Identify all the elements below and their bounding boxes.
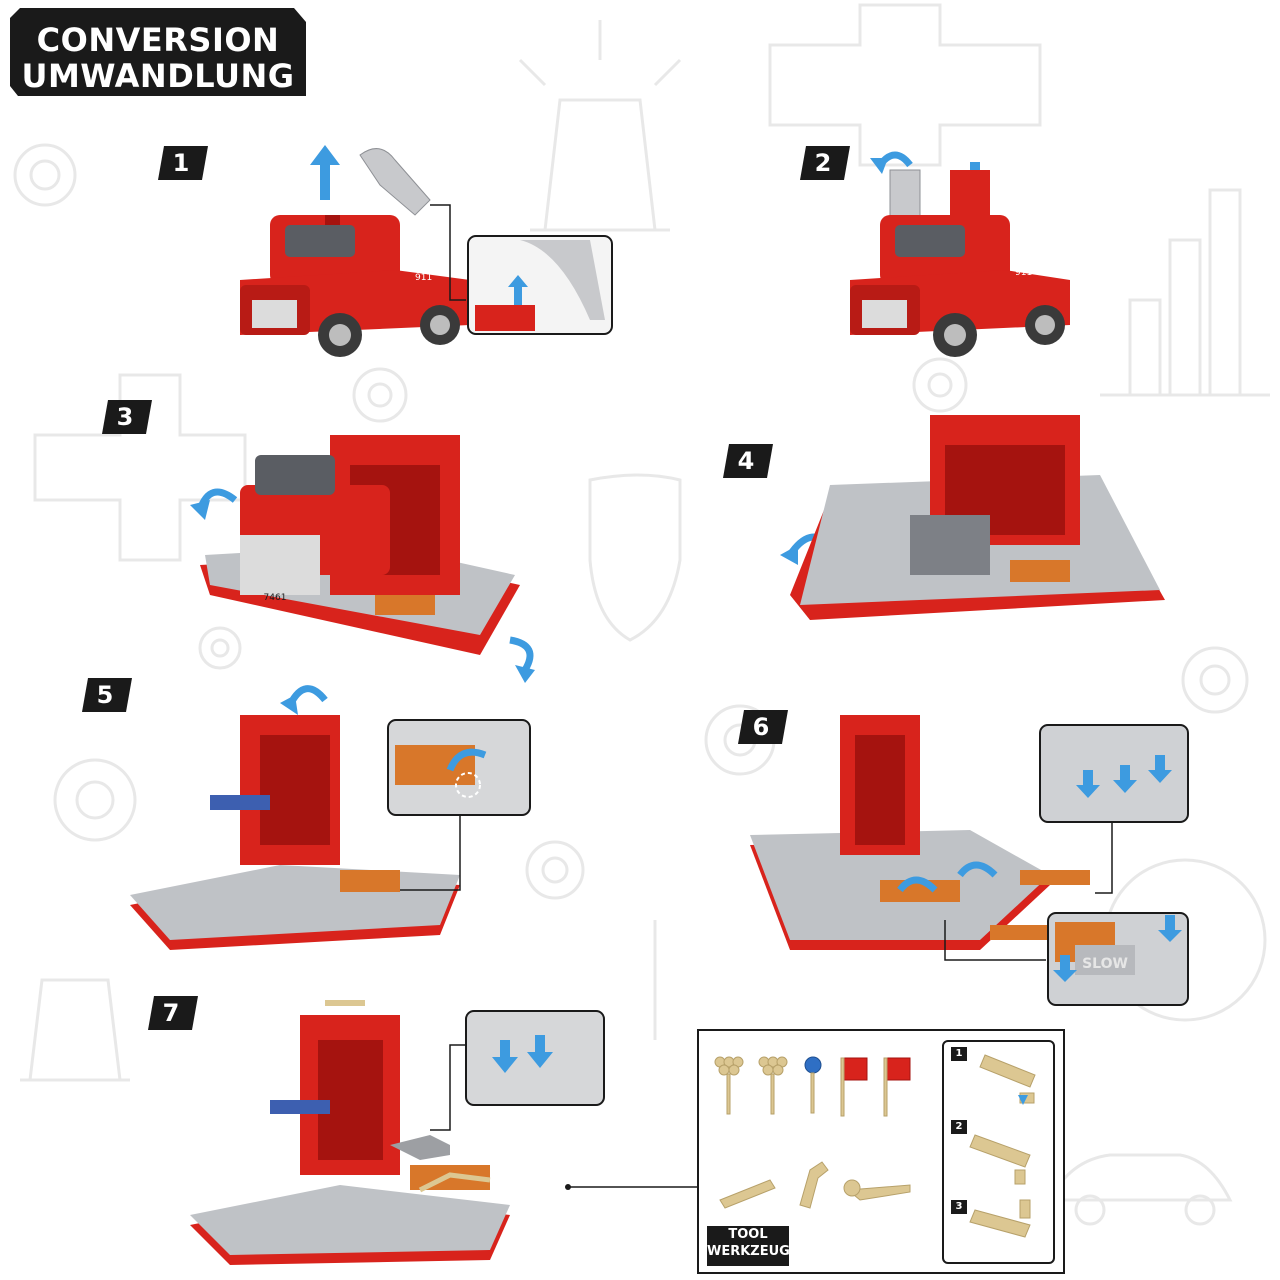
tool-pin-a <box>714 1056 744 1115</box>
tool-crane-arm <box>846 1184 911 1201</box>
step-4-illustration <box>780 415 1165 620</box>
gear-icon <box>53 758 137 842</box>
gear-icon <box>13 143 77 207</box>
step-1-inset <box>467 235 613 335</box>
rotate-arrow-icon <box>957 861 998 878</box>
step-3-number: 3 <box>116 403 134 431</box>
gear-icon <box>912 357 968 413</box>
mini-step-3: 3 <box>951 1200 967 1214</box>
tool-pointer-line <box>565 1184 698 1190</box>
step-2-badge: 2 <box>800 146 850 180</box>
flag-icon <box>883 1057 911 1117</box>
svg-text:911: 911 <box>1015 268 1032 278</box>
mini-step-1: 1 <box>951 1047 967 1061</box>
chart-outline <box>1100 188 1270 397</box>
step-1-number: 1 <box>172 149 190 177</box>
step-5-badge: 5 <box>82 678 132 712</box>
step-1-badge: 1 <box>158 146 208 180</box>
siren-icon <box>518 20 682 232</box>
step-3-illustration: 7461 <box>190 435 535 683</box>
up-arrow-icon <box>310 145 340 200</box>
gear-icon <box>198 626 242 670</box>
step-5-number: 5 <box>96 681 114 709</box>
car-outline <box>1047 1153 1233 1226</box>
step-1-illustration: 7461 911 <box>240 145 613 357</box>
svg-text:911: 911 <box>415 273 432 283</box>
step-6-inset-bottom: SLOW <box>1047 912 1189 1006</box>
tool-pin-b <box>758 1056 788 1115</box>
tool-parts <box>714 1056 911 1209</box>
step-4-badge: 4 <box>723 444 773 478</box>
step-2-number: 2 <box>814 149 832 177</box>
cross-icon <box>768 3 1042 167</box>
step-2-illustration: 7461 911 <box>850 151 1070 357</box>
tool-assembly-illustration <box>969 1054 1036 1238</box>
siren-icon <box>20 978 130 1082</box>
title-line-2: UMWANDLUNG <box>21 57 295 95</box>
svg-text:7461: 7461 <box>264 593 287 603</box>
step-7-badge: 7 <box>148 996 198 1030</box>
tool-label: TOOL WERKZEUG <box>707 1226 790 1266</box>
step-5-illustration <box>130 685 531 950</box>
title-line-1: CONVERSION <box>36 21 280 59</box>
step-5-inset <box>387 719 531 816</box>
title-badge: CONVERSION UMWANDLUNG <box>10 8 306 98</box>
shield-icon <box>588 473 682 642</box>
gear-icon <box>352 367 408 423</box>
tool-label-line-2: WERKZEUG <box>707 1244 790 1259</box>
step-7-illustration <box>190 1000 605 1265</box>
step-6-badge: 6 <box>738 710 788 744</box>
svg-text:7461: 7461 <box>874 338 897 348</box>
road-sign-icon <box>804 1056 822 1114</box>
tool-hook <box>799 1161 829 1209</box>
step-4-number: 4 <box>737 447 755 475</box>
step-6-number: 6 <box>752 713 770 741</box>
tool-rod <box>719 1179 776 1209</box>
rotate-arrow-icon <box>509 636 534 672</box>
step-6-inset-top <box>1039 724 1189 823</box>
svg-text:7461: 7461 <box>264 338 287 348</box>
fire-truck: 7461 911 <box>240 215 470 357</box>
rotate-arrow-icon <box>897 876 938 893</box>
cross-icon <box>33 373 247 562</box>
gear-icon <box>1181 646 1249 714</box>
tool-label-line-1: TOOL <box>728 1227 768 1242</box>
step-3-badge: 3 <box>102 400 152 434</box>
step-7-inset <box>465 1010 605 1106</box>
step-6-illustration: SLOW <box>750 715 1189 1006</box>
slow-sign-text: SLOW <box>1082 956 1128 972</box>
flag-icon <box>840 1057 868 1117</box>
gear-icon <box>525 840 585 900</box>
step-7-number: 7 <box>162 999 180 1027</box>
mini-step-2: 2 <box>951 1120 967 1134</box>
ladder-piece <box>359 148 431 216</box>
